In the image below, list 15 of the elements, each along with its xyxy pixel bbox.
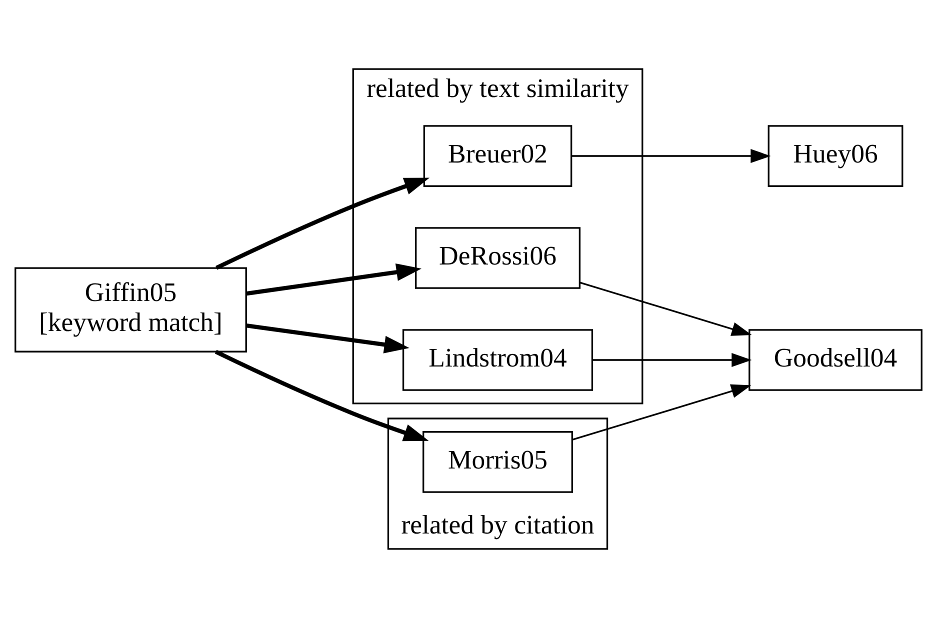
arrow	[580, 282, 752, 336]
arrow	[214, 350, 429, 442]
arrow	[592, 352, 752, 368]
node-box: Breuer02	[423, 125, 572, 187]
node-box: Lindstrom04	[402, 329, 594, 391]
arrow	[246, 324, 410, 354]
node-box: Huey06	[768, 125, 904, 187]
arrow	[572, 148, 771, 164]
arrow	[246, 263, 422, 296]
node-box: Giffin05 [keyword match]	[14, 267, 247, 352]
arrow	[216, 178, 430, 270]
arrow	[572, 384, 752, 440]
node-box: DeRossi06	[415, 227, 581, 289]
node-box: Morris05	[422, 431, 573, 493]
node-box: Goodsell04	[748, 329, 922, 391]
